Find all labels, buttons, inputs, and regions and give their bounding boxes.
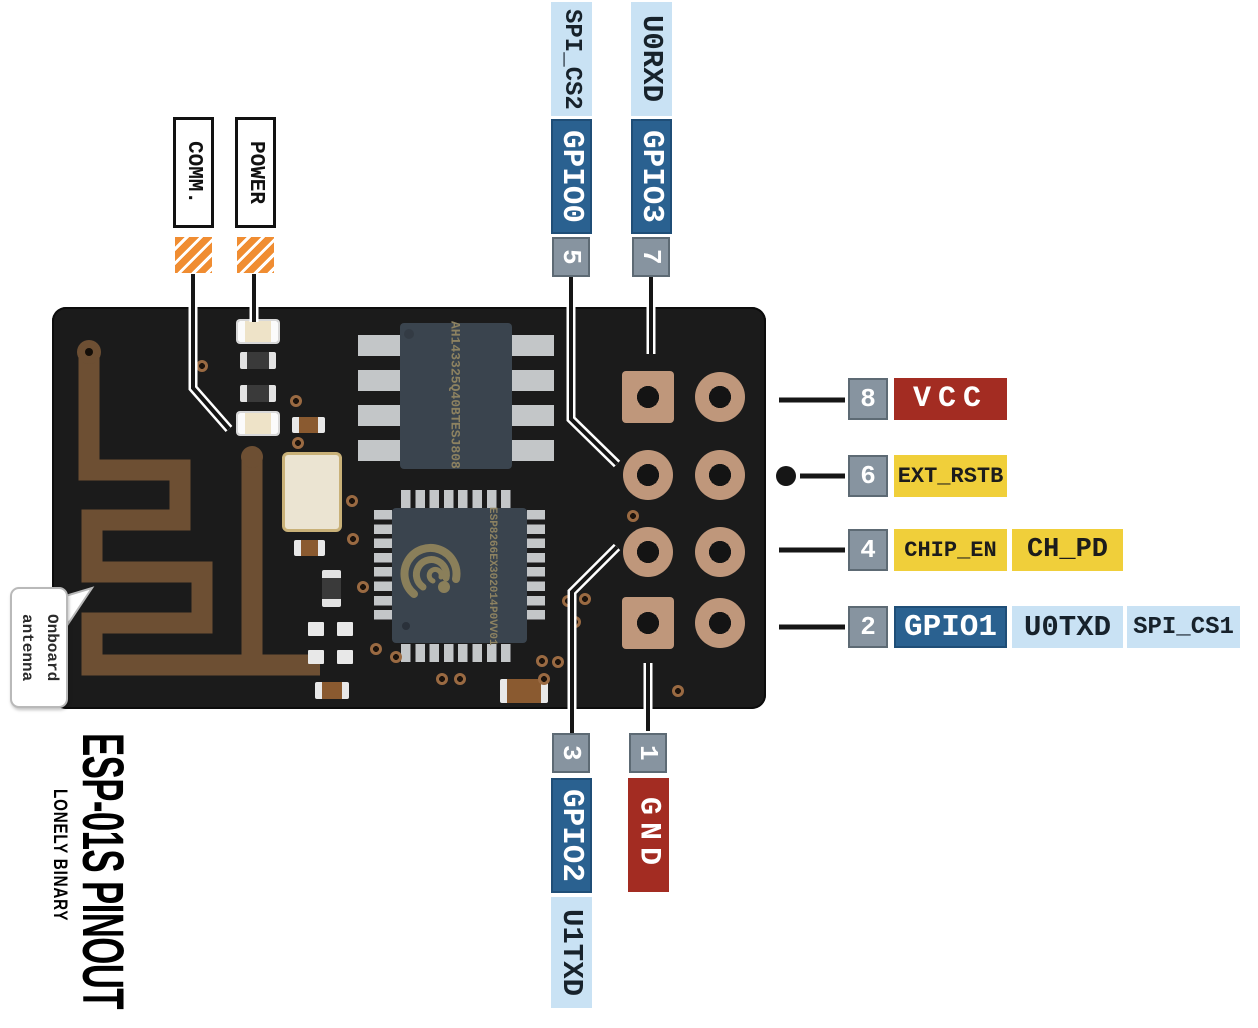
pin4-alt-label: CH_PD — [1012, 529, 1123, 571]
pin5-gpio-label: GPIO0 — [551, 119, 592, 234]
via — [538, 673, 550, 685]
via — [290, 395, 302, 407]
pin2-alt2-label: SPI_CS1 — [1127, 606, 1240, 648]
pin4-number: 4 — [848, 529, 888, 571]
pin7-number: 7 — [632, 237, 670, 277]
pin8-name-label: VCC — [894, 378, 1007, 420]
pin2-number: 2 — [848, 606, 888, 648]
via — [436, 673, 448, 685]
via — [627, 510, 639, 522]
flash-pins-right — [512, 335, 554, 463]
flash-pin1-marker — [404, 329, 414, 339]
pin3-number: 3 — [552, 733, 590, 773]
capacitor — [322, 570, 341, 607]
title-block: ESP-01S PINOUT LONELY BINARY — [48, 733, 135, 1028]
pin7-alt-label: U0RXD — [631, 2, 672, 116]
pin1-number: 1 — [629, 733, 667, 773]
pin3-alt-label: U1TXD — [551, 897, 592, 1008]
via — [672, 685, 684, 697]
pin8-number: 8 — [848, 378, 888, 420]
flash-chip — [400, 323, 512, 469]
pin5-alt-label: SPI_CS2 — [551, 2, 592, 116]
pin2-alt1-label: U0TXD — [1012, 606, 1123, 648]
pin4-name-label: CHIP_EN — [894, 529, 1007, 571]
mcu-pins-right — [527, 510, 545, 622]
pin6-number: 6 — [848, 455, 888, 497]
power-led-label: POWER — [235, 117, 276, 228]
pin3-gpio-label: GPIO2 — [551, 778, 592, 893]
reset-dot — [776, 466, 796, 486]
pin2-gpio-label: GPIO1 — [894, 606, 1007, 648]
solder-pad — [308, 622, 324, 636]
pin7-gpio-label: GPIO3 — [631, 119, 672, 234]
comm-led-icon — [175, 237, 212, 273]
via — [454, 673, 466, 685]
power-led-icon — [237, 237, 274, 273]
page-title: ESP-01S PINOUT — [70, 733, 135, 1009]
via — [347, 533, 359, 545]
via — [292, 437, 304, 449]
resistor — [240, 385, 276, 402]
pad-pin5 — [623, 450, 673, 500]
solder-pad — [337, 650, 353, 664]
via — [370, 643, 382, 655]
pad-pin3 — [623, 527, 673, 577]
pin5-number: 5 — [552, 237, 590, 277]
via — [196, 360, 208, 372]
flash-pins-left — [358, 335, 400, 463]
power-led — [238, 321, 278, 342]
pad-pin7 — [622, 371, 674, 423]
onboard-antenna-trace — [77, 340, 320, 676]
pad-pin4 — [695, 527, 745, 577]
via — [569, 616, 581, 628]
pad-pin6 — [695, 450, 745, 500]
via — [552, 656, 564, 668]
mcu-pins-top — [401, 490, 513, 508]
via — [346, 495, 358, 507]
comm-led-label: COMM. — [173, 117, 214, 228]
solder-pad — [337, 622, 353, 636]
pad-pin8 — [695, 372, 745, 422]
crystal — [282, 452, 342, 532]
resistor — [240, 352, 276, 369]
solder-pad — [308, 650, 324, 664]
mcu-pins-left — [374, 510, 392, 622]
pad-pin1 — [622, 597, 674, 649]
comm-led — [238, 413, 278, 434]
resistor — [292, 417, 325, 433]
pin6-name-label: EXT_RSTB — [894, 455, 1007, 497]
via — [562, 595, 574, 607]
page-subtitle: LONELY BINARY — [49, 789, 70, 922]
resistor — [315, 682, 349, 699]
via — [390, 651, 402, 663]
via — [536, 655, 548, 667]
mcu-pins-bottom — [401, 644, 513, 662]
mcu-pin1-marker — [402, 622, 410, 630]
pin1-name-label: GND — [628, 778, 669, 892]
espressif-logo-icon — [400, 543, 461, 598]
pad-pin2 — [695, 598, 745, 648]
via — [579, 593, 591, 605]
resistor — [294, 540, 325, 556]
via — [357, 581, 369, 593]
